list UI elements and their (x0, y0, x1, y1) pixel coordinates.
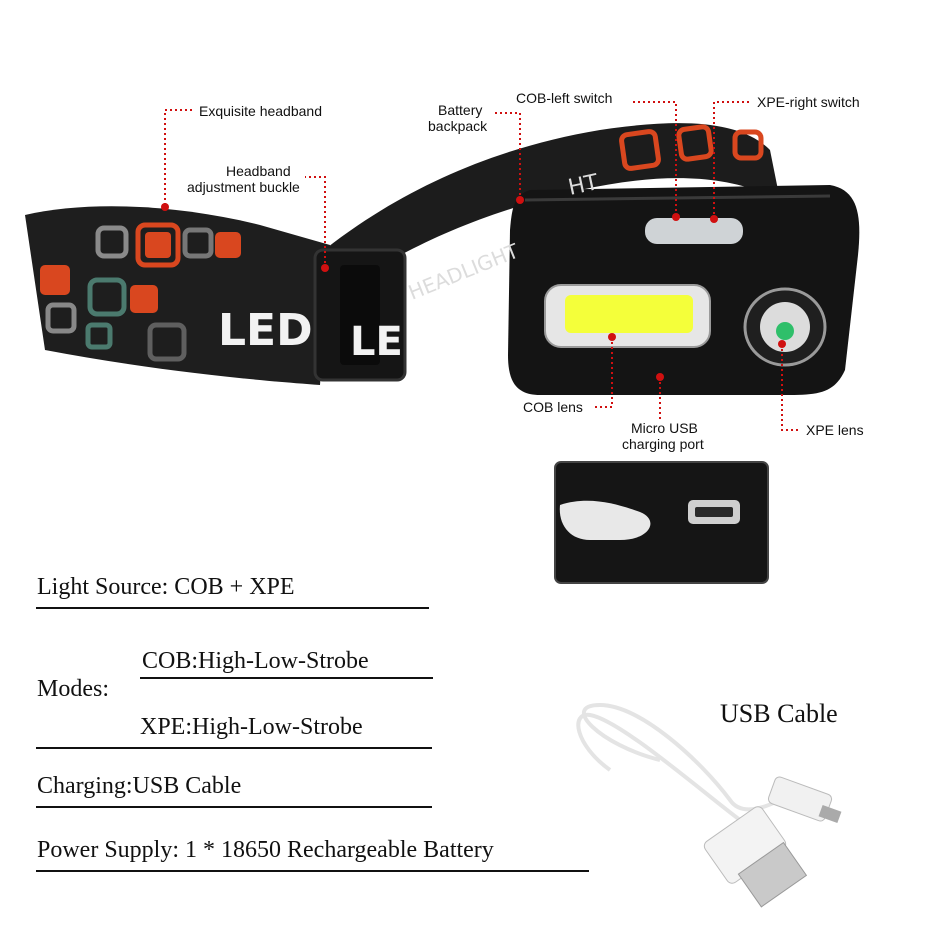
spec-charging: Charging:USB Cable (37, 773, 242, 799)
spec-modes-cob: COB:High-Low-Strobe (142, 648, 369, 674)
callout-xpe-right-switch: XPE-right switch (757, 94, 860, 110)
front-strap-pattern (40, 222, 241, 362)
back-strap-pattern (619, 124, 764, 171)
callout-headband-line1: Headband (226, 163, 291, 179)
usb-port-inset (554, 461, 769, 584)
spec-rule-modes-cob (140, 677, 433, 679)
callout-cob-left-switch: COB-left switch (516, 90, 613, 106)
callout-buckle-line2: adjustment buckle (187, 179, 300, 195)
callout-leaders (164, 101, 800, 431)
spec-power-supply: Power Supply: 1 * 18650 Rechargeable Bat… (37, 837, 494, 863)
spec-rule-charging (36, 806, 432, 808)
callout-battery-line2: backpack (428, 118, 488, 134)
callout-dots (161, 196, 786, 381)
usb-micro-plug (767, 776, 842, 824)
callout-battery-line1: Battery (438, 102, 483, 118)
callout-cob-lens: COB lens (523, 399, 583, 415)
spec-light-source: Light Source: COB + XPE (37, 574, 295, 600)
switch-buttons (645, 218, 743, 244)
spec-rule-light-source (36, 607, 429, 609)
callout-micro-usb-line2: charging port (622, 436, 704, 452)
back-strap (300, 123, 780, 300)
cob-lens-glow (565, 295, 693, 333)
front-strap (25, 206, 330, 385)
strap-print-ht: HT (566, 170, 601, 201)
spec-modes-xpe: XPE:High-Low-Strobe (140, 714, 363, 740)
spec-rule-modes-xpe (36, 747, 432, 749)
spec-rule-power-supply (36, 870, 589, 872)
usb-cable-label: USB Cable (720, 699, 838, 728)
strap-print-headlight: HEADLIGHT (405, 238, 523, 304)
callout-exquisite-headband: Exquisite headband (199, 103, 322, 119)
usb-cable (576, 702, 781, 822)
strap-print-led: LED (218, 305, 313, 356)
callout-micro-usb-line1: Micro USB (631, 420, 698, 436)
callout-xpe-lens: XPE lens (806, 422, 864, 438)
strap-print-le: LE (350, 319, 403, 365)
usb-a-plug (703, 806, 808, 908)
spec-modes-label: Modes: (37, 676, 109, 702)
